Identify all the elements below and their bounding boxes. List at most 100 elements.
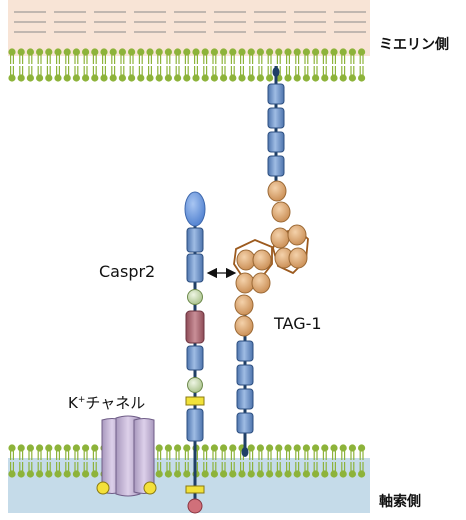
lipid xyxy=(312,444,320,478)
lipid xyxy=(293,48,301,82)
egf-like-domain xyxy=(187,377,203,393)
lipid xyxy=(54,48,62,82)
lipid xyxy=(220,48,228,82)
lipid xyxy=(348,444,356,478)
lipid xyxy=(256,444,264,478)
lipid xyxy=(210,444,218,478)
lipid xyxy=(201,48,209,82)
lipid xyxy=(348,48,356,82)
lipid xyxy=(339,48,347,82)
laminin-g-domain xyxy=(186,227,204,253)
lipid xyxy=(54,444,62,478)
axon-side-label: 軸索側 xyxy=(379,494,421,510)
lipid xyxy=(128,48,136,82)
lipid xyxy=(192,48,200,82)
lipid xyxy=(137,48,145,82)
ig-domain xyxy=(234,294,254,316)
lipid xyxy=(45,444,53,478)
ig-domain xyxy=(234,315,254,337)
k-channel-sup: + xyxy=(77,395,86,405)
lipid xyxy=(174,444,182,478)
potassium-channel xyxy=(96,415,157,497)
myelin-lamellae xyxy=(14,11,366,33)
lipid xyxy=(82,444,90,478)
myelin-side-label: ミエリン側 xyxy=(379,37,449,53)
laminin-g-domain xyxy=(186,408,204,442)
lipid xyxy=(91,444,99,478)
lipid xyxy=(284,444,292,478)
lipid xyxy=(275,444,283,478)
lipid xyxy=(63,48,71,82)
lipid xyxy=(100,48,108,82)
ig-domain xyxy=(270,227,290,249)
channel-anchor-right xyxy=(143,481,157,495)
lipid xyxy=(266,444,274,478)
egf-like-domain xyxy=(187,289,203,305)
laminin-g-domain xyxy=(186,345,204,371)
lipid xyxy=(118,48,126,82)
lipid xyxy=(293,444,301,478)
lipid xyxy=(109,48,117,82)
lipid xyxy=(72,444,80,478)
lipid xyxy=(26,444,34,478)
lipid xyxy=(155,444,163,478)
lipid xyxy=(339,444,347,478)
ig-domain xyxy=(271,201,291,223)
lipid xyxy=(82,48,90,82)
lipid xyxy=(155,48,163,82)
fn3-domain xyxy=(236,340,254,362)
myelin-compartment xyxy=(8,0,370,56)
lipid xyxy=(201,444,209,478)
lipid xyxy=(247,48,255,82)
lipid xyxy=(284,48,292,82)
lipid xyxy=(302,48,310,82)
transmembrane-band xyxy=(185,396,205,406)
lipid xyxy=(17,444,25,478)
lipid xyxy=(164,48,172,82)
k-channel-rest: チャネル xyxy=(85,394,146,412)
lipid xyxy=(312,48,320,82)
lipid xyxy=(210,48,218,82)
fn3-domain xyxy=(267,107,285,129)
lipid xyxy=(36,48,44,82)
intracellular-domain xyxy=(187,498,203,514)
lipid xyxy=(45,48,53,82)
intracellular-band xyxy=(185,485,205,494)
lipid xyxy=(72,48,80,82)
k-channel-base: K xyxy=(68,394,78,412)
ig-domain xyxy=(287,224,307,246)
fn3-domain xyxy=(267,155,285,177)
discoidin-domain xyxy=(184,191,206,227)
lipid xyxy=(36,444,44,478)
fn3-domain xyxy=(267,83,285,105)
lipid xyxy=(183,444,191,478)
tag1-axon-protein xyxy=(233,239,273,457)
lipid xyxy=(146,48,154,82)
lipid xyxy=(330,444,338,478)
lipid xyxy=(256,48,264,82)
tag1-label: TAG-1 xyxy=(274,314,322,333)
lipid xyxy=(358,444,366,478)
lipid xyxy=(321,444,329,478)
lipid xyxy=(330,48,338,82)
lipid xyxy=(8,444,16,478)
caspr2-protein xyxy=(184,191,206,514)
lipid xyxy=(174,48,182,82)
lipid xyxy=(229,444,237,478)
lipid xyxy=(220,444,228,478)
lipid xyxy=(247,444,255,478)
lipid xyxy=(183,48,191,82)
caspr2-label: Caspr2 xyxy=(99,262,156,281)
ig-domain xyxy=(235,272,255,294)
ig-domain xyxy=(267,180,287,202)
lipid xyxy=(302,444,310,478)
fibrinogen-domain xyxy=(185,310,205,344)
fn3-domain xyxy=(236,412,254,434)
disulfide-loop xyxy=(233,239,273,280)
fn3-domain xyxy=(236,388,254,410)
k-channel-label: K+チャネル xyxy=(68,392,145,413)
lipid xyxy=(266,48,274,82)
tag1-myelin-protein xyxy=(267,66,309,275)
ig-domain xyxy=(252,249,272,271)
